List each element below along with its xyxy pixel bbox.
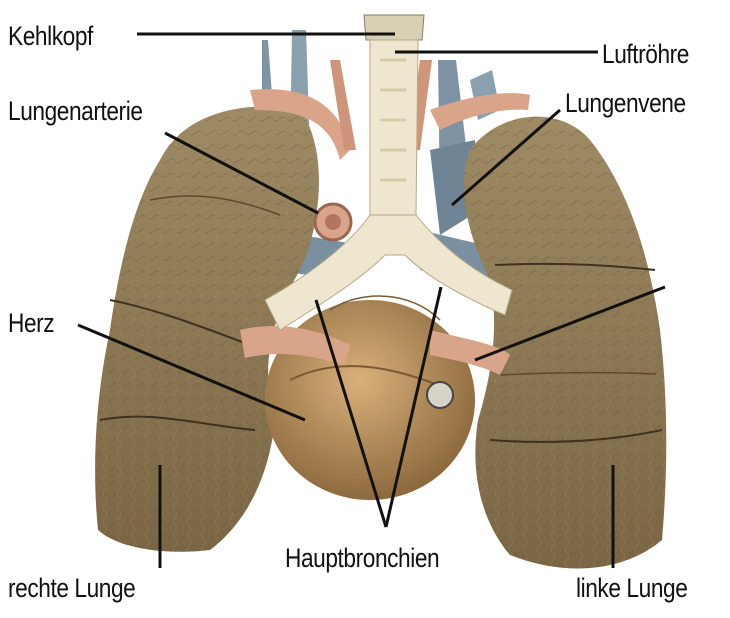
label-herz: Herz (8, 310, 54, 337)
label-rechte-lunge: rechte Lunge (8, 575, 135, 602)
heart (265, 296, 475, 500)
label-lungenvene: Lungenvene (565, 90, 686, 117)
label-luftroehre: Luftröhre (602, 41, 689, 68)
label-kehlkopf: Kehlkopf (8, 23, 93, 50)
left-lung (464, 117, 666, 569)
label-hauptbronchien: Hauptbronchien (285, 545, 439, 572)
label-lungenarterie: Lungenarterie (8, 98, 143, 125)
label-linke-lunge: linke Lunge (576, 575, 687, 602)
